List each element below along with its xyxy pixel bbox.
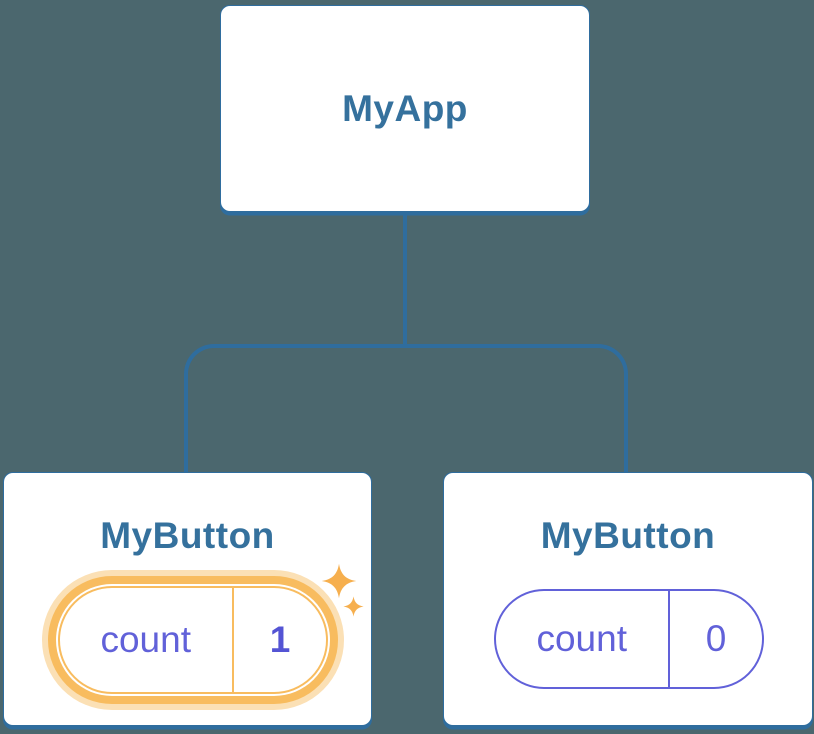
state-key-label: count [536, 618, 627, 659]
state-key-label: count [100, 619, 191, 660]
component-node-mybutton-first: MyButton count 1 [3, 472, 372, 726]
sparkle-large-icon [321, 563, 357, 599]
node-label-mybutton-first: MyButton [100, 515, 275, 556]
state-value: 1 [269, 619, 291, 660]
node-label-myapp: MyApp [342, 87, 468, 129]
tree-branch-connector [184, 344, 628, 472]
node-label-mybutton-second: MyButton [540, 515, 716, 556]
state-pill-plain: count 0 [494, 589, 764, 689]
state-pill-highlighted: count 1 [58, 586, 328, 694]
component-node-myapp: MyApp [220, 5, 590, 212]
pill-divider [231, 588, 234, 692]
tree-stem-connector [403, 213, 407, 348]
sparkle-small-icon [343, 596, 364, 617]
component-node-mybutton-second: MyButton count 0 [443, 472, 813, 726]
pill-divider [667, 591, 670, 687]
state-value: 0 [705, 618, 727, 659]
